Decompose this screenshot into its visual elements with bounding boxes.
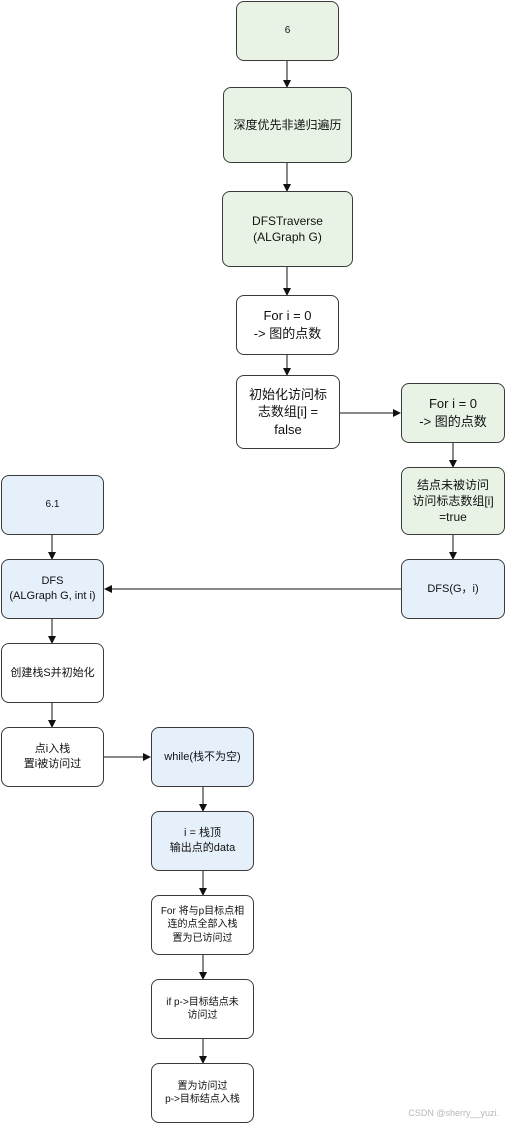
watermark: CSDN @sherry__yuzi.	[408, 1108, 499, 1118]
node-init-visited: 初始化访问标 志数组[i] = false	[236, 375, 340, 449]
node-dfs-nonrecursive-title: 深度优先非递归遍历	[223, 87, 352, 163]
node-for-loop-left: For i = 0 -> 图的点数	[236, 295, 339, 355]
node-create-stack: 创建栈S并初始化	[1, 643, 104, 703]
node-for-loop-right: For i = 0 -> 图的点数	[401, 383, 505, 443]
node-set-visited: 置为访问过 p->目标结点入栈	[151, 1063, 254, 1123]
node-if-unvisited: if p->目标结点未 访问过	[151, 979, 254, 1039]
node-dfstraverse: DFSTraverse (ALGraph G)	[222, 191, 353, 267]
node-pop-top: i = 栈顶 输出点的data	[151, 811, 254, 871]
node-dfs-call: DFS(G，i)	[401, 559, 505, 619]
node-while-loop: while(栈不为空)	[151, 727, 254, 787]
node-dfs-function: DFS (ALGraph G, int i)	[1, 559, 104, 619]
node-6: 6	[236, 1, 339, 61]
node-for-push-adjacent: For 将与p目标点相 连的点全部入栈 置为已访问过	[151, 895, 254, 955]
node-push-i: 点i入栈 置i被访问过	[1, 727, 104, 787]
node-not-visited: 结点未被访问 访问标志数组[i] =true	[401, 467, 505, 535]
node-6-1: 6.1	[1, 475, 104, 535]
